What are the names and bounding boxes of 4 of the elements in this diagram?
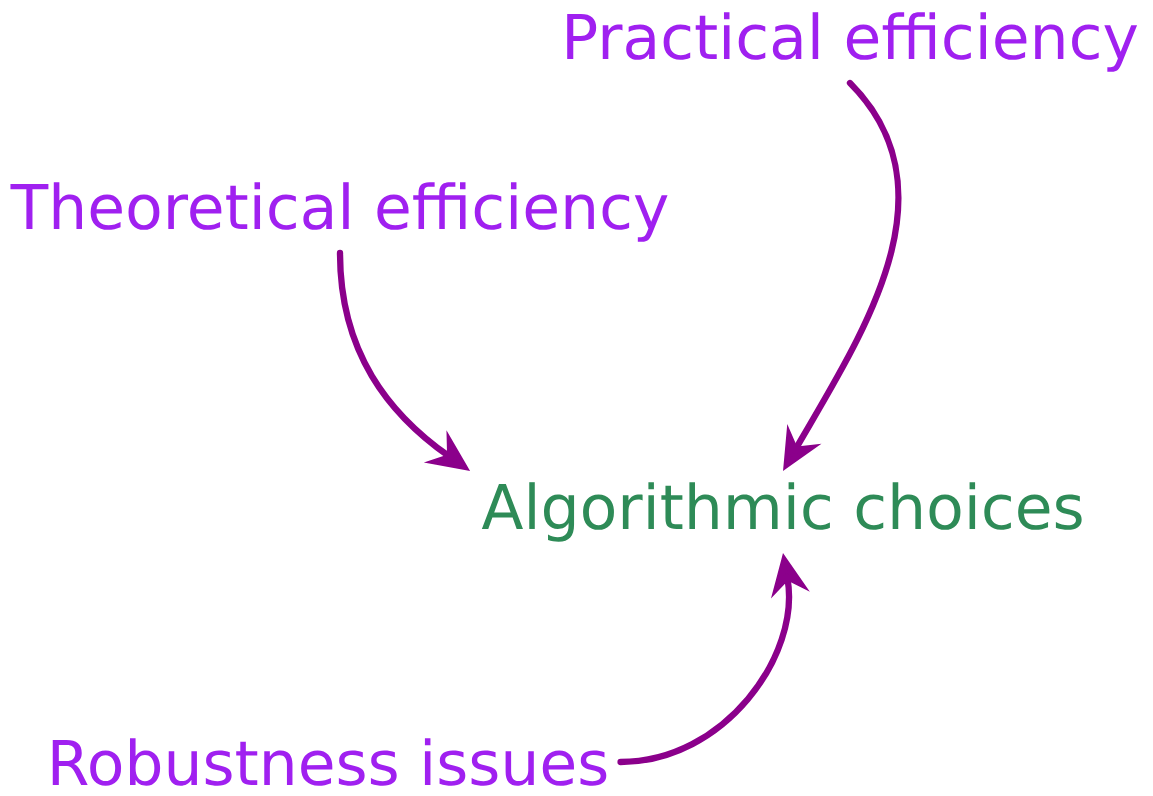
node-label: Practical efficiency bbox=[567, 12, 1138, 72]
node-label: Theoretical efficiency bbox=[10, 182, 668, 242]
node-label: Robustness issues bbox=[52, 738, 607, 786]
node-label: Algorithmic choices bbox=[481, 482, 1082, 542]
